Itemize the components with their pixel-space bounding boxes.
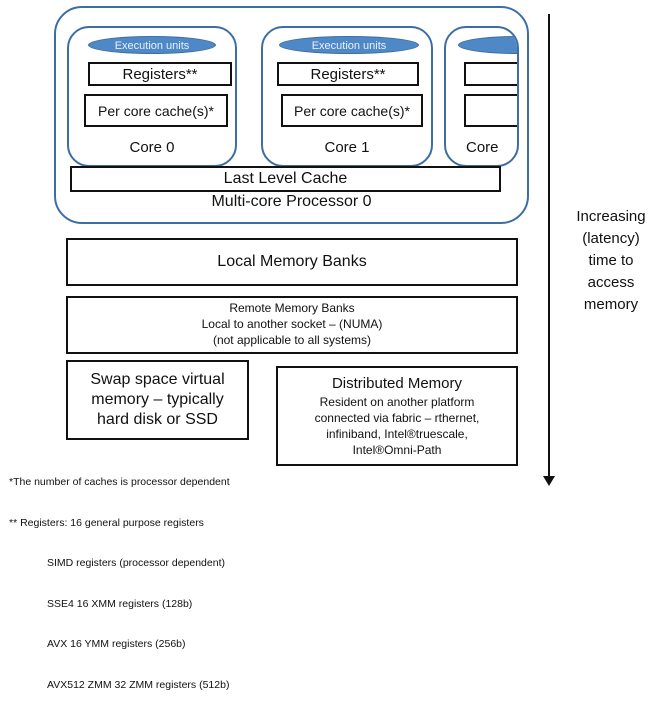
per-core-cache-box: Per core cache(s)* (84, 94, 228, 127)
footnote-sse4: SSE4 16 XMM registers (128b) (47, 597, 193, 610)
swap-line-3: hard disk or SSD (97, 411, 218, 428)
distributed-memory-title: Distributed Memory (331, 375, 463, 392)
processor-label: Multi-core Processor 0 (211, 193, 372, 210)
core-label: Core 0 (129, 139, 175, 156)
core-label: Core (466, 139, 499, 156)
latency-arrow-shaft (548, 14, 550, 480)
per-core-cache-box: Per core cache(s)* (464, 94, 517, 127)
per-core-cache-box: Per core cache(s)* (281, 94, 423, 127)
local-memory-banks: Local Memory Banks (66, 238, 518, 286)
multi-core-processor: Execution units Registers** Per core cac… (54, 6, 529, 224)
execution-units: Execution units (279, 36, 419, 54)
latency-arrow-head (543, 476, 555, 486)
core-0: Execution units Registers** Per core cac… (67, 26, 237, 167)
latency-axis-label: Increasing (latency) time to access memo… (576, 208, 646, 313)
footnotes: *The number of caches is processor depen… (9, 449, 230, 706)
footnote-avx512: AVX512 ZMM 32 ZMM registers (512b) (47, 678, 230, 691)
remote-memory-note: (not applicable to all systems) (212, 333, 372, 347)
swap-space: Swap space virtual memory – typically ha… (66, 360, 249, 440)
footnote-simd: SIMD registers (processor dependent) (47, 557, 225, 569)
registers-box: Registers** (464, 62, 517, 86)
distributed-memory: Distributed Memory Resident on another p… (276, 366, 518, 466)
swap-line-2: memory – typically (91, 391, 224, 408)
distributed-memory-body: Resident on another platform connected v… (314, 395, 480, 457)
execution-units: Execution units (458, 36, 517, 54)
core-1: Execution units Registers** Per core cac… (261, 26, 433, 167)
remote-memory-numa: Local to another socket – (NUMA) (201, 317, 383, 331)
remote-memory-banks: Remote Memory Banks Local to another soc… (66, 296, 518, 354)
footnote-registers: ** Registers: 16 general purpose registe… (9, 516, 204, 529)
registers-box: Registers** (277, 62, 419, 86)
footnote-avx: AVX 16 YMM registers (256b) (47, 638, 186, 650)
execution-units: Execution units (88, 36, 216, 54)
last-level-cache: Last Level Cache (70, 166, 501, 192)
core-label: Core 1 (324, 139, 370, 156)
footnote-caches: *The number of caches is processor depen… (9, 476, 230, 488)
registers-box: Registers** (88, 62, 232, 86)
core-2-partial: Execution units Registers** Per core cac… (444, 26, 519, 167)
swap-line-1: Swap space virtual (90, 371, 225, 388)
remote-memory-title: Remote Memory Banks (229, 301, 355, 315)
